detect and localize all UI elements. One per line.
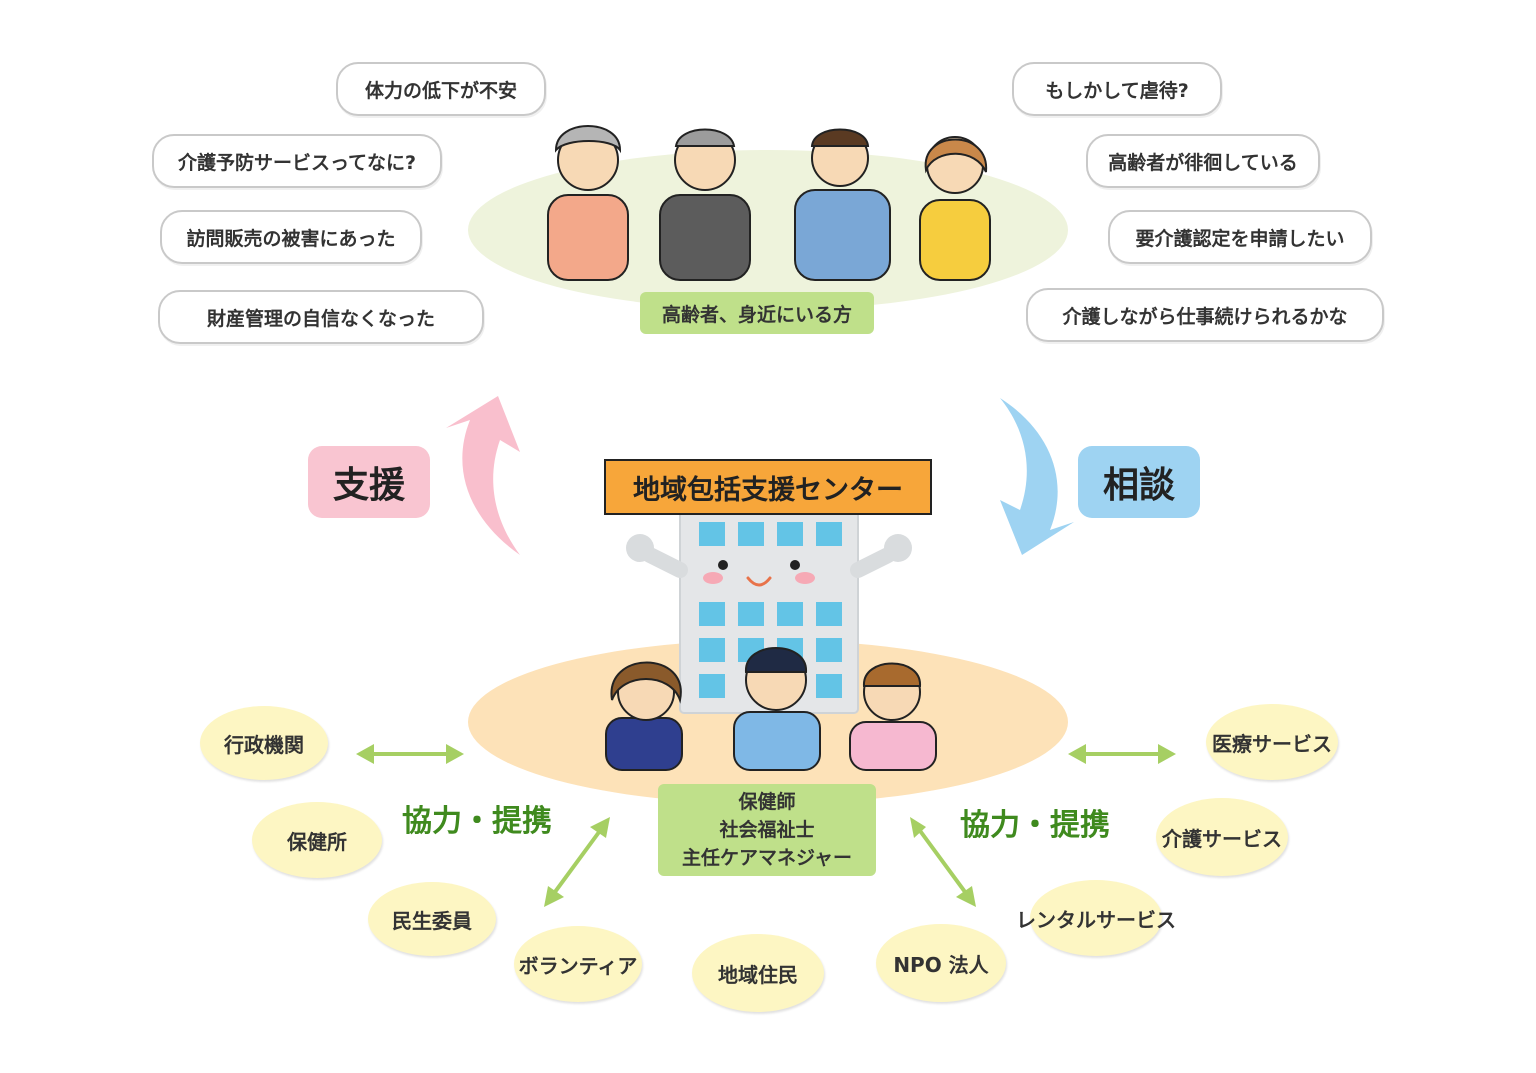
- cooperation-label-left: 協力・提携: [402, 804, 552, 839]
- speech-bubble-right-2: 高齢者が徘徊している: [1086, 134, 1320, 188]
- staff-woman-apron: [849, 662, 937, 771]
- speech-bubble-left-2: 介護予防サービスってなに?: [152, 134, 442, 188]
- man-on-phone-figure: [794, 128, 891, 281]
- partner-rental: レンタルサービス: [1016, 880, 1176, 956]
- woman-worried-figure: [919, 136, 991, 281]
- partner-npo: NPO 法人: [876, 924, 1006, 1002]
- speech-bubble-left-1: 体力の低下が不安: [336, 62, 546, 116]
- partner-medical: 医療サービス: [1206, 704, 1338, 780]
- consult-arrow: [1000, 398, 1074, 555]
- partner-government: 行政機関: [200, 706, 328, 780]
- elder-woman-figure: [547, 125, 629, 281]
- staff-label: 保健師 社会福祉士 主任ケアマネジャー: [658, 784, 876, 876]
- support-label: 支援: [308, 446, 430, 518]
- speech-bubble-right-3: 要介護認定を申請したい: [1108, 210, 1372, 264]
- staff-man: [733, 647, 821, 771]
- staff-social-worker: 社会福祉士: [719, 819, 815, 841]
- partner-residents: 地域住民: [692, 934, 824, 1012]
- staff-woman-suit: [605, 661, 683, 771]
- staff-public-health-nurse: 保健師: [738, 791, 796, 813]
- partner-volunteer: ボランティア: [514, 926, 642, 1002]
- staff-care-manager: 主任ケアマネジャー: [681, 847, 853, 869]
- partner-care-service: 介護サービス: [1156, 798, 1288, 876]
- cooperation-label-right: 協力・提携: [960, 808, 1110, 843]
- elder-man-figure: [659, 128, 751, 281]
- partner-health-center: 保健所: [252, 802, 382, 878]
- speech-bubble-right-1: もしかして虐待?: [1012, 62, 1222, 116]
- coop-arrows: [356, 744, 1176, 907]
- speech-bubble-left-4: 財産管理の自信なくなった: [158, 290, 484, 344]
- elder-group-label: 高齢者、身近にいる方: [640, 292, 874, 334]
- support-arrow: [446, 396, 520, 555]
- center-building: [626, 507, 912, 714]
- consult-label: 相談: [1078, 446, 1200, 518]
- partner-welfare-commissioner: 民生委員: [368, 882, 496, 956]
- speech-bubble-left-3: 訪問販売の被害にあった: [160, 210, 422, 264]
- speech-bubble-right-4: 介護しながら仕事続けられるかな: [1026, 288, 1384, 342]
- center-title: 地域包括支援センター: [604, 459, 932, 515]
